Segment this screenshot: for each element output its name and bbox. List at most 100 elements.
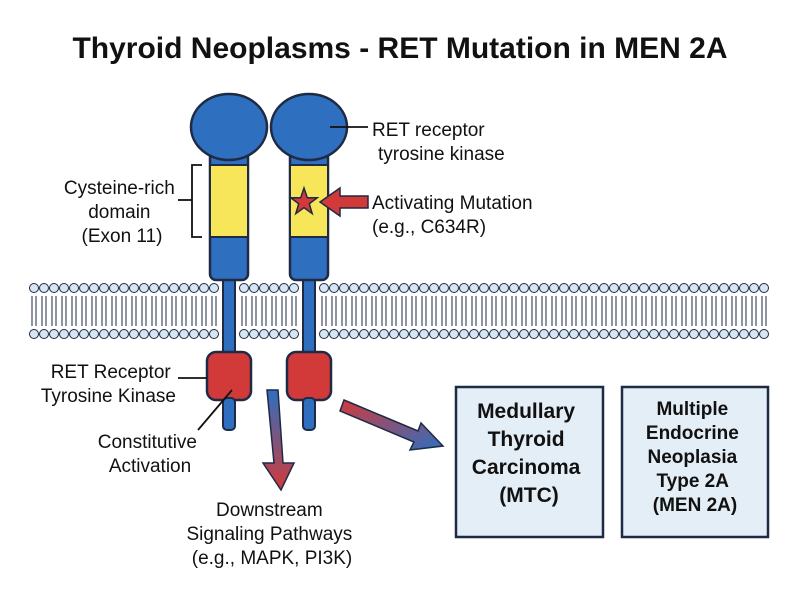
lipid-head <box>269 283 279 293</box>
label-receptor-top: RET receptor tyrosine kinase <box>372 120 505 165</box>
lipid-head <box>659 283 669 293</box>
lipid-head <box>169 283 179 293</box>
men2a-box: Multiple Endocrine Neoplasia Type 2A (ME… <box>620 385 770 539</box>
lipid-head <box>519 283 529 293</box>
lipid-head <box>39 329 49 339</box>
lipid-head <box>529 283 539 293</box>
lipid-head <box>389 283 399 293</box>
lipid-head <box>199 329 209 339</box>
receptor-right-tail <box>302 397 316 431</box>
lipid-head <box>639 329 649 339</box>
lipid-head <box>439 329 449 339</box>
lipid-head <box>239 329 249 339</box>
lipid-head <box>159 329 169 339</box>
receptor-left-transmembrane <box>222 269 236 361</box>
lipid-head <box>259 283 269 293</box>
lipid-head <box>739 329 749 339</box>
lipid-head <box>409 283 419 293</box>
lipid-head <box>49 283 59 293</box>
lipid-head <box>339 283 349 293</box>
label-downstream-signaling: Downstream Signaling Pathways (e.g., MAP… <box>186 500 357 569</box>
lipid-head <box>399 329 409 339</box>
lipid-head <box>649 329 659 339</box>
lipid-head <box>149 329 159 339</box>
svg-text:Multiple Endocrine: Multiple Endocrine Neoplasia Type 2A (ME… <box>646 399 744 516</box>
lipid-head <box>179 329 189 339</box>
lipid-head <box>669 329 679 339</box>
downstream-arrow <box>261 389 296 492</box>
lipid-head <box>109 283 119 293</box>
lipid-head <box>679 329 689 339</box>
lipid-head <box>499 283 509 293</box>
lipid-head <box>549 329 559 339</box>
lipid-head <box>39 283 49 293</box>
cysteine-bracket <box>178 164 202 238</box>
lipid-head <box>729 329 739 339</box>
lipid-head <box>199 283 209 293</box>
lipid-head <box>169 329 179 339</box>
lipid-head <box>189 283 199 293</box>
lipid-head <box>399 283 409 293</box>
lipid-head <box>139 283 149 293</box>
lipid-head <box>279 283 289 293</box>
receptor-left-cysteine-domain <box>209 164 249 238</box>
lipid-head <box>489 329 499 339</box>
mutation-arrow <box>318 186 369 218</box>
lipid-head <box>739 283 749 293</box>
mtc-arrow <box>339 399 445 451</box>
lipid-head <box>689 329 699 339</box>
lipid-head <box>419 329 429 339</box>
lipid-head <box>349 329 359 339</box>
lipid-head <box>719 283 729 293</box>
lipid-head <box>429 329 439 339</box>
lipid-head <box>709 283 719 293</box>
lipid-head <box>159 283 169 293</box>
lipid-head <box>719 329 729 339</box>
lipid-head <box>599 283 609 293</box>
lipid-head <box>669 283 679 293</box>
lipid-head <box>539 283 549 293</box>
lipid-head <box>329 283 339 293</box>
lipid-head <box>519 329 529 339</box>
lipid-head <box>569 283 579 293</box>
lipid-head <box>59 329 69 339</box>
lipid-head <box>469 283 479 293</box>
lipid-head <box>369 329 379 339</box>
lipid-head <box>689 283 699 293</box>
lipid-head <box>559 329 569 339</box>
lipid-head <box>469 329 479 339</box>
lipid-head <box>499 329 509 339</box>
lipid-head <box>429 283 439 293</box>
lipid-head <box>279 329 289 339</box>
lipid-head <box>589 283 599 293</box>
lipid-head <box>69 283 79 293</box>
lipid-head <box>329 329 339 339</box>
lipid-head <box>409 329 419 339</box>
lipid-head <box>189 329 199 339</box>
ret-receptor-right <box>269 92 349 431</box>
lipid-head <box>379 283 389 293</box>
lipid-head <box>539 329 549 339</box>
page-title: Thyroid Neoplasms - RET Mutation in MEN … <box>72 32 727 65</box>
lipid-head <box>679 283 689 293</box>
receptor-right-transmembrane <box>302 269 316 361</box>
lipid-head <box>639 283 649 293</box>
lipid-head <box>99 283 109 293</box>
lipid-head <box>609 329 619 339</box>
lipid-head <box>569 329 579 339</box>
lipid-head <box>179 283 189 293</box>
lipid-head <box>579 283 589 293</box>
lipid-head <box>709 329 719 339</box>
lipid-head <box>419 283 429 293</box>
lipid-head <box>509 329 519 339</box>
lipid-head <box>359 283 369 293</box>
label-receptor-kinase: RET Receptor Tyrosine Kinase <box>41 362 176 407</box>
lipid-head <box>369 283 379 293</box>
lipid-head <box>129 329 139 339</box>
lipid-head <box>599 329 609 339</box>
lipid-head <box>629 329 639 339</box>
lipid-head <box>389 329 399 339</box>
lipid-head <box>119 283 129 293</box>
lipid-head <box>749 329 759 339</box>
lipid-head <box>559 283 569 293</box>
